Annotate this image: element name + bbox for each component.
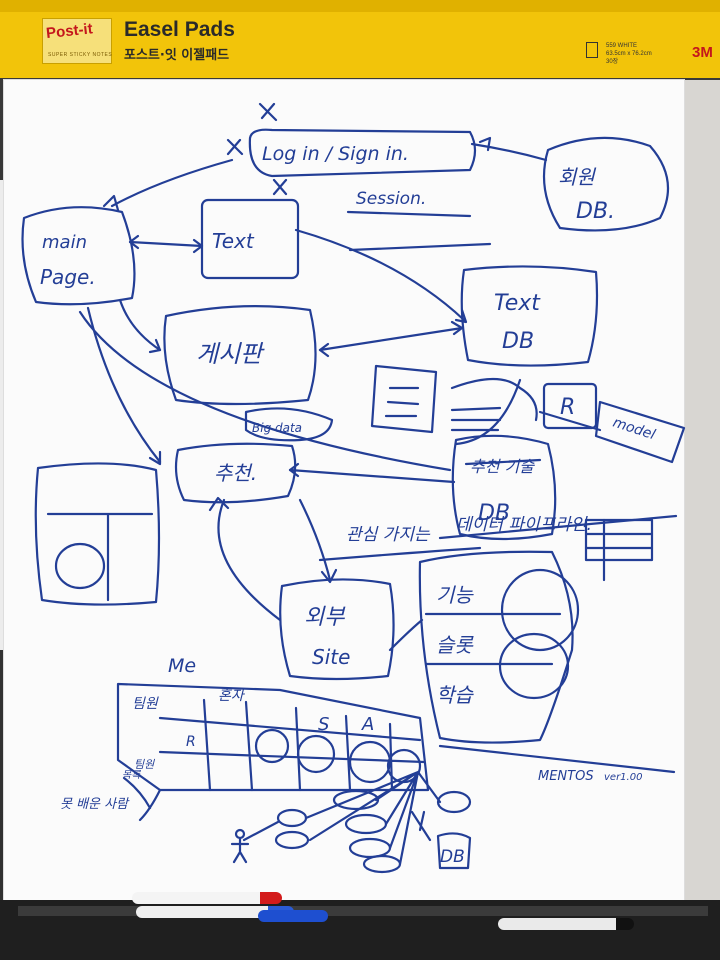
node-main-page: main Page.	[21, 206, 136, 306]
label-external-1: 외부	[304, 605, 346, 630]
label-member-db-1: 회원	[558, 165, 596, 189]
black-marker[interactable]	[498, 918, 634, 930]
pad-top-strip	[0, 0, 720, 12]
pad-title-korean: 포스트·잇 이젤패드	[124, 48, 230, 63]
blue-marker-cap	[258, 910, 328, 922]
pad-spec: 559 WHITE 63.5cm x 76.2cm 30장	[606, 42, 652, 66]
node-text: Text	[200, 198, 300, 280]
label-main-1: main	[42, 232, 87, 253]
label-board: 게시판	[196, 340, 265, 368]
label-col-r: R	[186, 734, 196, 750]
label-session: Session.	[356, 189, 426, 209]
label-mentos: MENTOS	[538, 769, 594, 784]
label-me: Me	[168, 655, 196, 677]
postit-logo	[42, 18, 112, 64]
document-icon	[370, 364, 438, 434]
red-marker[interactable]	[132, 892, 282, 904]
label-fish: 목록	[122, 769, 141, 781]
label-external-2: Site	[312, 645, 350, 669]
label-member: 혼자	[218, 688, 246, 704]
label-small-db: DB	[440, 847, 465, 867]
pad-maker-logo: 3M	[692, 44, 713, 61]
team-table: 팀원 혼자 R S A 팀원	[116, 682, 430, 792]
label-col-a: A	[361, 714, 374, 735]
label-func-1: 기능	[436, 583, 474, 607]
node-function-list: 기능 슬롯 학습	[418, 550, 580, 744]
label-interest: 관심 가지는	[346, 525, 431, 545]
label-text-db-1: Text	[494, 291, 541, 316]
label-pipeline: 데이터 파이프라인.	[456, 515, 592, 535]
label-col-s: S	[318, 714, 329, 735]
node-reco-db: 추천 기술 DB	[450, 378, 557, 541]
easel-ledge	[18, 906, 708, 916]
side-sketch	[34, 462, 161, 606]
label-text-db-2: DB	[502, 329, 534, 354]
node-member-db: 회원 DB.	[542, 136, 670, 232]
pad-title: Easel Pads	[124, 18, 235, 41]
connector-arrows	[78, 136, 602, 652]
node-board: 게시판	[163, 305, 317, 406]
easel-pad-header: Post-it SUPER STICKY NOTES Easel Pads 포스…	[0, 0, 720, 78]
label-left: 못 배운 사람	[60, 797, 130, 812]
pad-spec-line: 30장	[606, 59, 619, 65]
node-small-db: DB	[436, 832, 472, 870]
pipeline-table-icon	[584, 518, 654, 582]
label-func-3: 학습	[436, 683, 474, 707]
label-func-2: 슬롯	[436, 633, 474, 657]
label-big-data: Big data	[252, 421, 302, 435]
idea-network	[230, 770, 472, 874]
node-login: Log in / Sign in.	[226, 102, 477, 196]
label-row: 팀원	[134, 758, 155, 771]
label-main-2: Page.	[40, 265, 96, 289]
label-r: R	[560, 395, 575, 420]
label-model: model	[611, 415, 658, 444]
label-text: Text	[212, 229, 255, 253]
label-team: 팀원	[132, 696, 159, 712]
pad-size-icon	[586, 42, 598, 58]
label-reco-db-2: DB	[478, 501, 510, 526]
label-recommend: 추천.	[214, 461, 257, 485]
node-external-site: 외부 Site	[279, 578, 395, 681]
label-version: ver1.00	[604, 772, 642, 783]
pad-spec-line: 63.5cm x 76.2cm	[606, 51, 652, 57]
flipchart-paper	[4, 80, 684, 906]
label-login: Log in / Sign in.	[262, 143, 409, 165]
node-recommend: 추천.	[174, 442, 297, 504]
node-model: model	[594, 400, 686, 464]
pad-brand-sub: SUPER STICKY NOTES	[48, 52, 113, 58]
label-member-db-2: DB.	[576, 199, 615, 224]
node-big-data: Big data	[244, 407, 334, 442]
node-text-db: Text DB	[460, 265, 599, 367]
pad-spec-line: 559 WHITE	[606, 43, 638, 49]
wall-background	[680, 80, 720, 900]
node-r: R	[542, 382, 598, 430]
